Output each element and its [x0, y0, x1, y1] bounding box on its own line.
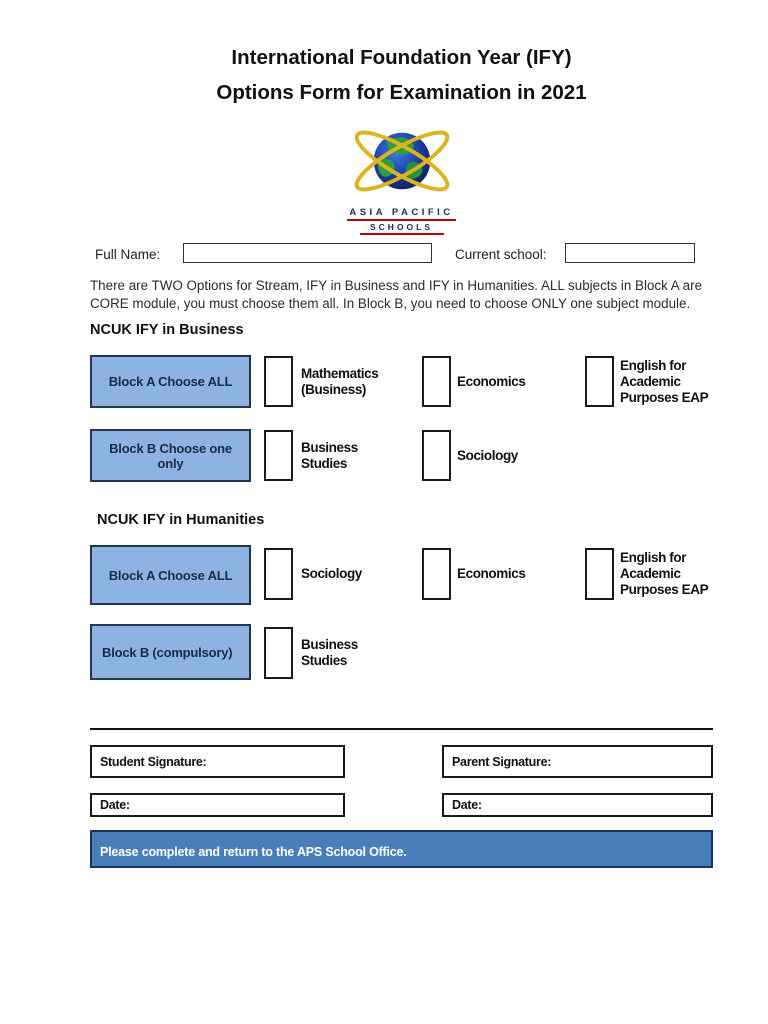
option-label-business-sociology: Sociology: [457, 447, 518, 463]
checkbox-business-mathematics[interactable]: [264, 356, 293, 407]
footer-notice-text: Please complete and return to the APS Sc…: [100, 845, 407, 859]
option-label-business-business-studies: Business Studies: [301, 439, 358, 471]
business-block-a-label-box: Block A Choose ALL: [90, 355, 251, 408]
checkbox-humanities-business-studies[interactable]: [264, 627, 293, 679]
option-label-business-mathematics: Mathematics (Business): [301, 365, 379, 397]
humanities-block-a-label-box: Block A Choose ALL: [90, 545, 251, 605]
checkbox-business-sociology[interactable]: [422, 430, 451, 481]
option-label-business-eap: English for Academic Purposes EAP: [620, 357, 709, 405]
instructions-text: There are TWO Options for Stream, IFY in…: [90, 278, 703, 311]
checkbox-business-business-studies[interactable]: [264, 430, 293, 481]
option-label-humanities-business-studies: Business Studies: [301, 637, 358, 668]
parent-signature-label: Parent Signature:: [452, 754, 552, 769]
page-title-line2: Options Form for Examination in 2021: [216, 81, 587, 104]
parent-date-box[interactable]: Date:: [442, 793, 713, 817]
humanities-block-b-label-box: Block B (compulsory): [90, 624, 251, 680]
option-label-humanities-sociology: Sociology: [301, 566, 362, 581]
current-school-input[interactable]: [565, 243, 695, 263]
business-block-b-label-box: Block B Choose one only: [90, 429, 251, 482]
section-heading-humanities: NCUK IFY in Humanities: [97, 512, 265, 528]
option-label-humanities-economics: Economics: [457, 566, 526, 581]
student-signature-label: Student Signature:: [100, 754, 207, 769]
globe-with-orbits-icon: [90, 120, 713, 202]
section-divider: [90, 728, 713, 730]
full-name-input[interactable]: [183, 243, 432, 263]
page-title: International Foundation Year (IFY) Opti…: [90, 40, 713, 110]
checkbox-business-economics[interactable]: [422, 356, 451, 407]
checkbox-business-eap[interactable]: [585, 356, 614, 407]
checkbox-humanities-sociology[interactable]: [264, 548, 293, 600]
full-name-label: Full Name:: [95, 247, 161, 262]
footer-notice-bar: Please complete and return to the APS Sc…: [90, 830, 713, 868]
logo-org-name: ASIA PACIFIC: [347, 207, 456, 221]
parent-date-label: Date:: [452, 798, 482, 812]
section-heading-business: NCUK IFY in Business: [90, 322, 244, 338]
option-label-humanities-eap: English for Academic Purposes EAP: [620, 550, 709, 597]
checkbox-humanities-economics[interactable]: [422, 548, 451, 600]
student-signature-box[interactable]: Student Signature:: [90, 745, 345, 778]
current-school-label: Current school:: [455, 247, 547, 262]
page-title-line1: International Foundation Year (IFY): [231, 46, 572, 69]
student-date-box[interactable]: Date:: [90, 793, 345, 817]
option-label-business-economics: Economics: [457, 373, 526, 389]
parent-signature-box[interactable]: Parent Signature:: [442, 745, 713, 778]
checkbox-humanities-eap[interactable]: [585, 548, 614, 600]
school-logo: ASIA PACIFIC SCHOOLS: [90, 120, 713, 235]
logo-org-subname: SCHOOLS: [359, 222, 444, 235]
student-date-label: Date:: [100, 798, 130, 812]
